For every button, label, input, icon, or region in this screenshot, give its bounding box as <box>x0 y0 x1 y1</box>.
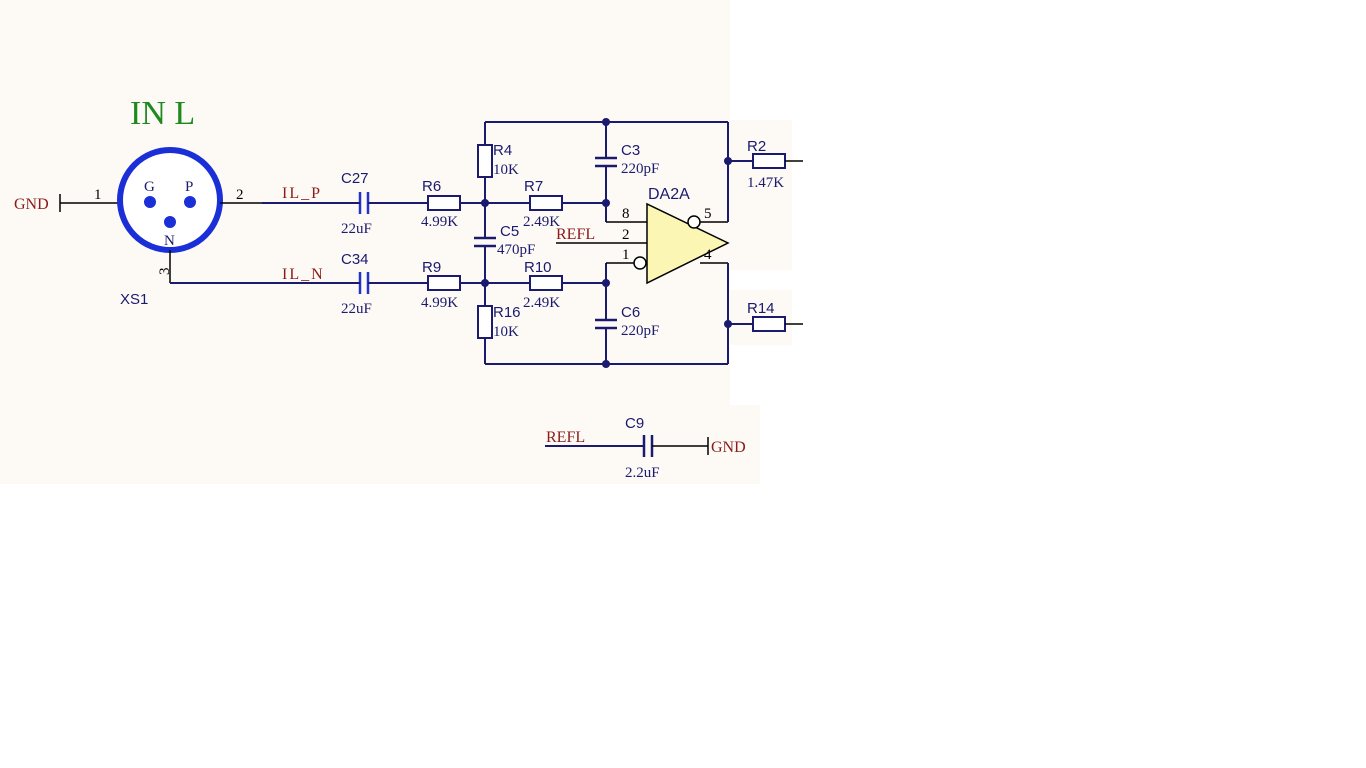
net-label-refl-c9: REFL <box>546 429 585 446</box>
sheet-background-ext-1 <box>730 120 792 270</box>
connector-designator: XS1 <box>120 291 148 308</box>
connector-label-g: G <box>144 179 155 195</box>
title-in-l: IN L <box>130 95 195 132</box>
opamp-ref: DA2A <box>648 186 690 203</box>
c27-ref: C27 <box>341 170 369 187</box>
junction-dot <box>602 118 610 126</box>
c6-ref: C6 <box>621 304 640 321</box>
net-label-gnd-left: GND <box>14 196 49 213</box>
r16-value: 10K <box>493 324 519 340</box>
r9-value: 4.99K <box>421 295 458 311</box>
resistor-r16 <box>477 305 493 339</box>
connector-pin-g <box>144 196 156 208</box>
opamp-pin-1: 1 <box>622 247 630 263</box>
net-label-il-n: IL_N <box>282 266 325 283</box>
net-label-gnd-c9: GND <box>711 439 746 456</box>
c27-value: 22uF <box>341 221 372 237</box>
r10-ref: R10 <box>524 259 552 276</box>
connector-pin-2-number: 2 <box>236 187 244 203</box>
connector-pin-n <box>164 216 176 228</box>
c34-ref: C34 <box>341 251 369 268</box>
connector-pin-1-number: 1 <box>94 187 102 203</box>
junction-dot <box>602 279 610 287</box>
resistor-r9 <box>427 275 461 291</box>
r16-ref: R16 <box>493 304 521 321</box>
r7-value: 2.49K <box>523 214 560 230</box>
net-label-il-p: IL_P <box>282 185 322 202</box>
net-label-refl-opamp: REFL <box>556 226 595 243</box>
c3-ref: C3 <box>621 142 640 159</box>
r10-value: 2.49K <box>523 295 560 311</box>
junction-dot <box>724 157 732 165</box>
r2-ref: R2 <box>747 138 766 155</box>
resistor-r4 <box>477 144 493 178</box>
opamp-pin-8: 8 <box>622 206 630 222</box>
resistor-r6 <box>427 195 461 211</box>
r7-ref: R7 <box>524 178 543 195</box>
sheet-background-ext-3 <box>730 405 760 484</box>
connector-label-p: P <box>185 179 193 195</box>
junction-dot <box>481 279 489 287</box>
resistor-r10 <box>529 275 563 291</box>
r14-ref: R14 <box>747 300 775 317</box>
connector-label-n: N <box>164 233 175 249</box>
c34-value: 22uF <box>341 301 372 317</box>
sheet-background <box>0 0 730 484</box>
r6-ref: R6 <box>422 178 441 195</box>
opamp-output-bubble-icon <box>687 215 701 229</box>
c5-value: 470pF <box>497 242 535 258</box>
c9-value: 2.2uF <box>625 465 660 481</box>
junction-dot <box>602 199 610 207</box>
r9-ref: R9 <box>422 259 441 276</box>
c3-value: 220pF <box>621 161 659 177</box>
resistor-r14 <box>752 316 786 332</box>
junction-dot <box>724 320 732 328</box>
opamp-pin-4: 4 <box>704 247 712 263</box>
opamp-inverting-bubble-icon <box>633 256 647 270</box>
opamp-pin-5: 5 <box>704 206 712 222</box>
connector-pin-p <box>184 196 196 208</box>
resistor-r2 <box>752 153 786 169</box>
opamp-pin-2: 2 <box>622 227 630 243</box>
connector-pin-3-number: 3 <box>157 268 173 276</box>
c6-value: 220pF <box>621 323 659 339</box>
r4-ref: R4 <box>493 142 512 159</box>
r2-value: 1.47K <box>747 175 784 191</box>
c9-ref: C9 <box>625 415 644 432</box>
r4-value: 10K <box>493 162 519 178</box>
junction-dot <box>602 360 610 368</box>
r6-value: 4.99K <box>421 214 458 230</box>
resistor-r7 <box>529 195 563 211</box>
c5-ref: C5 <box>500 223 519 240</box>
junction-dot <box>481 199 489 207</box>
